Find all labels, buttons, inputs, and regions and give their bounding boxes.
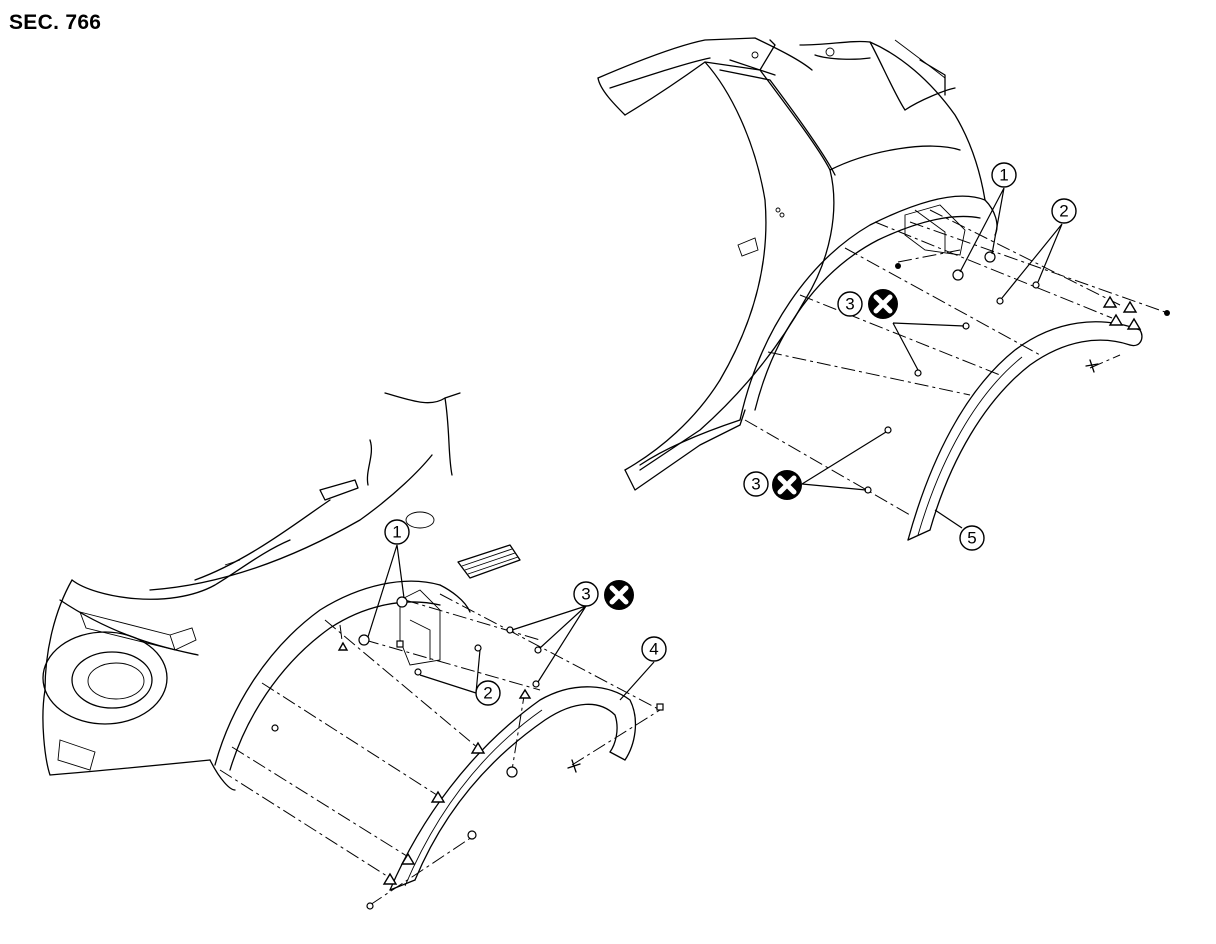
front-fasteners: [271, 596, 664, 910]
callout-4: 4: [619, 636, 667, 701]
callout-1-front: 1: [367, 519, 410, 638]
rear-body-side: [597, 37, 998, 491]
do-not-reuse-icon: [772, 470, 802, 500]
rear-fasteners: [864, 251, 1170, 494]
callout-5-number: 5: [967, 529, 976, 548]
callout-3-rear-lower: 3: [743, 431, 887, 500]
callout-1-rear-number: 1: [999, 166, 1008, 185]
callout-4-number: 4: [649, 640, 658, 659]
rear-wheel-arch-molding: [907, 321, 1143, 541]
do-not-reuse-icon: [868, 289, 898, 319]
callout-3-rear-upper: 3: [837, 289, 965, 371]
callout-2-rear: 2: [1001, 198, 1077, 299]
front-alignment-lines: [219, 593, 661, 906]
callout-3-front: 3: [511, 580, 634, 683]
front-wheel-arch-molding: [389, 686, 637, 891]
callout-3-front-number: 3: [581, 585, 590, 604]
front-fender-body: [42, 392, 521, 791]
callout-2-front-number: 2: [483, 684, 492, 703]
callout-1-rear: 1: [959, 162, 1017, 273]
section-number: SEC. 766: [9, 11, 102, 34]
callout-3-rear-upper-number: 3: [845, 295, 854, 314]
do-not-reuse-icon: [604, 580, 634, 610]
callout-2-rear-number: 2: [1059, 202, 1068, 221]
callout-5: 5: [934, 509, 985, 551]
callout-2-front: 2: [419, 649, 501, 706]
rear-alignment-lines: [744, 209, 1166, 516]
callout-1-front-number: 1: [392, 523, 401, 542]
callout-3-rear-lower-number: 3: [751, 475, 760, 494]
